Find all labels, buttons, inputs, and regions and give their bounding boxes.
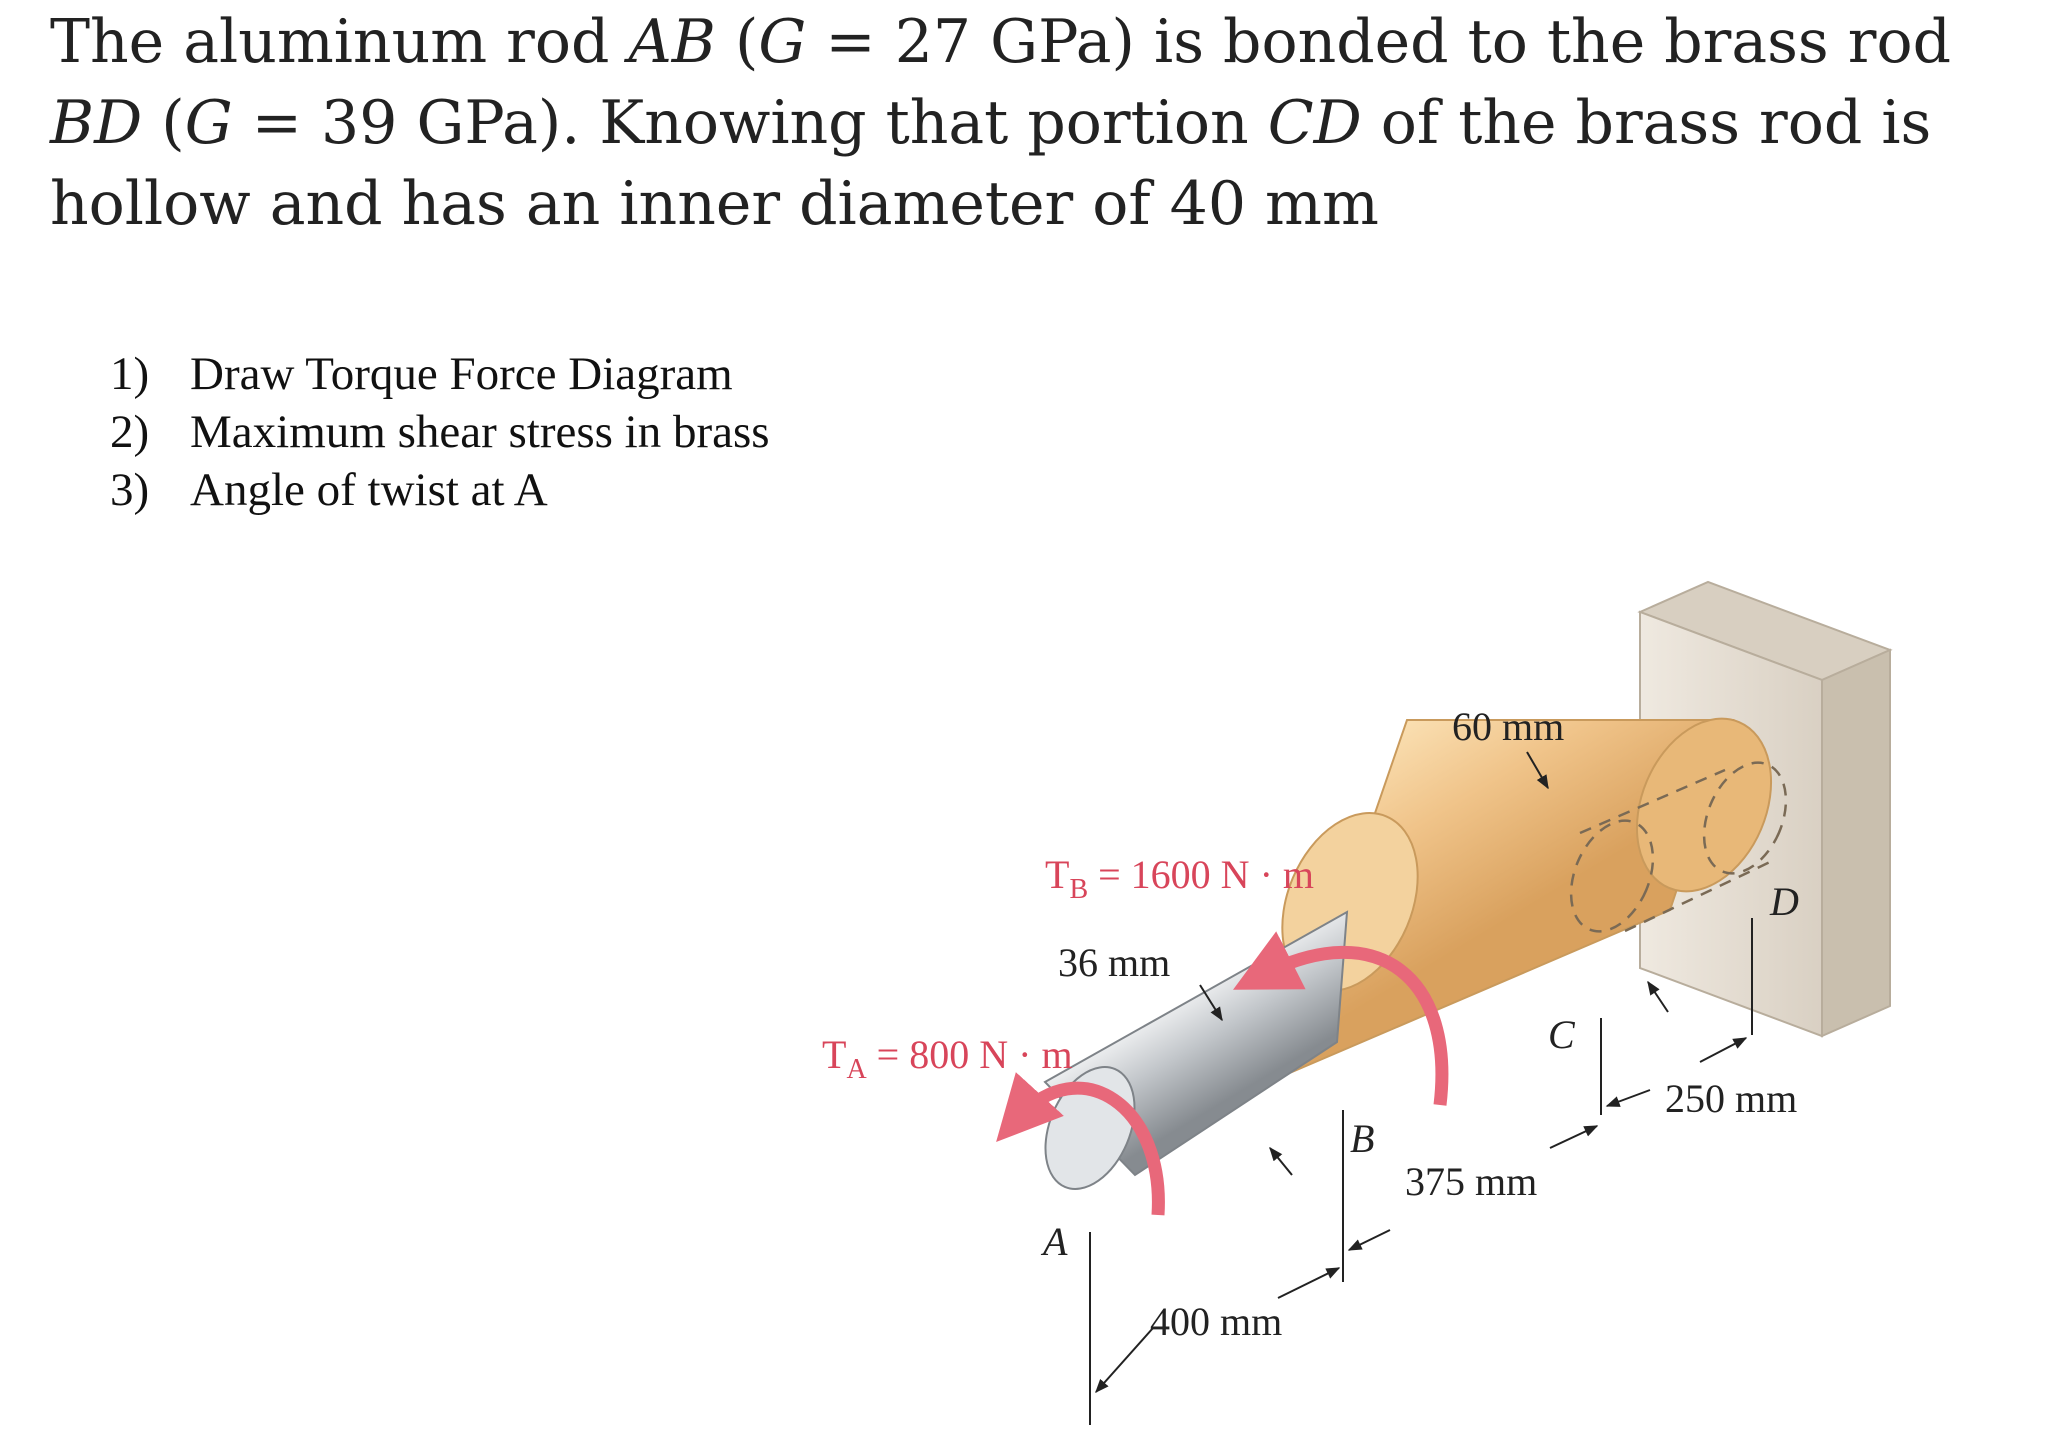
length-400-label: 400 mm <box>1150 1299 1282 1344</box>
problem-text: = 39 GPa). Knowing that portion <box>232 88 1268 158</box>
portion-cd-label: CD <box>1267 88 1362 158</box>
point-c-label: C <box>1548 1012 1576 1057</box>
length-375-label: 375 mm <box>1405 1159 1537 1204</box>
hollow-bore <box>1569 761 1788 933</box>
point-b-label: B <box>1350 1116 1374 1161</box>
extension-lines <box>1089 918 1753 1425</box>
torque-b-label: TB = 1600 N · m <box>1045 852 1314 905</box>
diameter-36-label: 36 mm <box>1058 940 1170 985</box>
length-250-label: 250 mm <box>1665 1076 1797 1121</box>
dimension-arrows <box>1095 751 1748 1394</box>
task-item: 3)Angle of twist at A <box>110 464 548 516</box>
modulus-symbol: G <box>758 7 807 77</box>
task-item: 1)Draw Torque Force Diagram <box>110 348 733 400</box>
rod-ab-label: AB <box>628 7 716 77</box>
torque-a-label: TA = 800 N · m <box>822 1032 1073 1085</box>
problem-text: ( <box>142 88 185 158</box>
problem-text: of the brass rod is hollow and has an in… <box>50 88 1932 239</box>
torque-arrow-a <box>996 1072 1165 1216</box>
problem-statement: The aluminum rod AB (G = 27 GPa) is bond… <box>50 2 2010 245</box>
modulus-symbol: G <box>184 88 233 158</box>
problem-text: = 27 GPa) is bonded to the brass rod <box>806 7 1951 77</box>
task-list: 1)Draw Torque Force Diagram 2)Maximum sh… <box>110 345 770 519</box>
problem-text: ( <box>715 7 759 77</box>
problem-text: The aluminum rod <box>50 7 629 77</box>
task-item: 2)Maximum shear stress in brass <box>110 406 770 458</box>
rod-bd-label: BD <box>50 88 143 158</box>
point-a-label: A <box>1040 1219 1068 1264</box>
point-d-label: D <box>1769 879 1799 924</box>
brass-rod <box>1281 717 1773 1077</box>
diameter-60-label: 60 mm <box>1452 704 1564 749</box>
torque-arrow-b <box>1233 931 1449 1106</box>
